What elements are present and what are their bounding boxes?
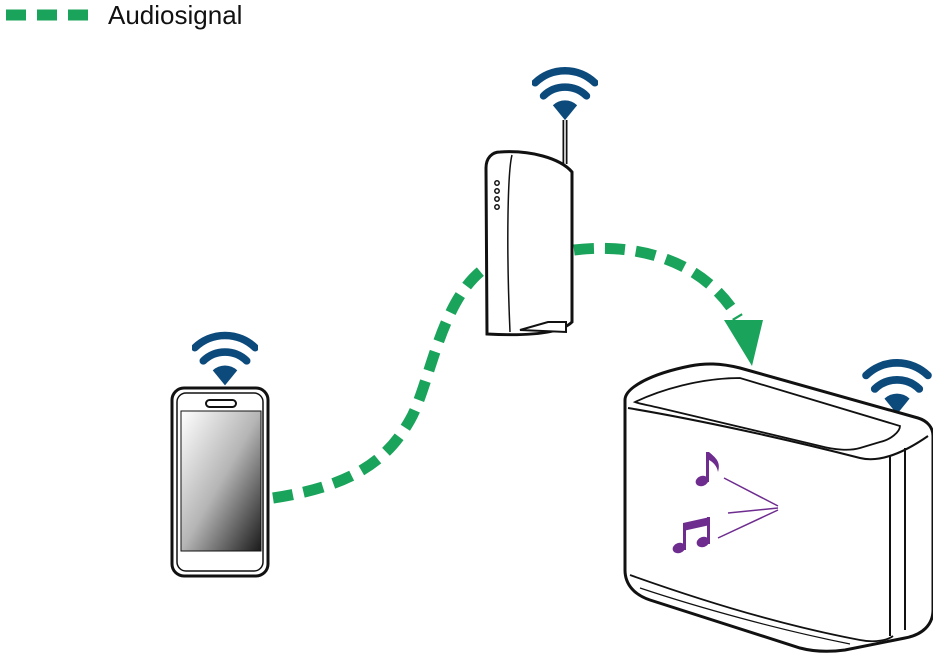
router <box>484 71 595 337</box>
wifi-icon <box>195 335 255 385</box>
wifi-icon <box>535 71 595 120</box>
speaker-side-seam <box>889 448 906 636</box>
phone-screen <box>180 410 262 552</box>
legend-label: Audiosignal <box>108 0 242 30</box>
speaker-icon <box>623 362 933 653</box>
music-note-icon <box>695 452 719 487</box>
arrowhead-icon <box>724 320 763 366</box>
legend: Audiosignal <box>6 0 242 30</box>
router-led <box>494 204 500 210</box>
speaker-top-panel <box>632 377 901 451</box>
router-led <box>494 188 500 194</box>
audio-signal-path-phone-router <box>272 263 489 504</box>
sound-lines <box>717 477 779 539</box>
audio-signal-path-router-speaker <box>573 242 743 321</box>
speaker <box>623 362 933 653</box>
router-stand <box>519 321 567 334</box>
router-led <box>494 196 500 202</box>
router-led <box>494 180 500 186</box>
router-icon <box>484 150 574 337</box>
phone-speaker-slot <box>205 399 237 408</box>
music-note-icon <box>672 517 710 554</box>
smartphone <box>170 335 270 578</box>
